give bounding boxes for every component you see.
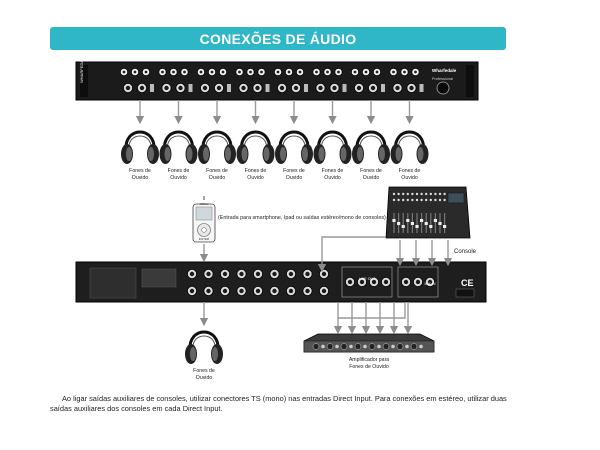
top-channel-strip xyxy=(158,67,193,94)
top-channel-strip xyxy=(312,67,347,94)
ce-mark: CE xyxy=(461,278,474,288)
top-unit-model-right: Professional xyxy=(432,77,453,81)
headphone xyxy=(235,130,276,166)
headphone-label-line1: Fones de xyxy=(206,168,228,174)
top-channel-strip xyxy=(196,67,231,94)
mp3-menu-label: MENU xyxy=(200,202,209,206)
bottom-headphone-label-line1: Fones de xyxy=(193,368,215,374)
headphone-label-line2: Ouvido xyxy=(132,175,149,181)
headphone-label-line1: Fones de xyxy=(129,168,151,174)
headphone-label-line1: Fones de xyxy=(168,168,190,174)
headphone-label-line2: Ouvido xyxy=(209,175,226,181)
top-unit-channels xyxy=(119,67,424,94)
top-channel-strip xyxy=(273,67,308,94)
console-label: Console xyxy=(454,249,477,255)
headphone xyxy=(196,130,238,166)
headphone-label-line1: Fones de xyxy=(245,168,267,174)
top-rack-unit: WHARFEDALE Wharfedale Professional xyxy=(75,55,479,101)
headphone-amplifier xyxy=(303,333,435,353)
top-channel-strip xyxy=(235,67,270,94)
headphone-label-line1: Fones de xyxy=(322,168,344,174)
power-knob xyxy=(436,81,450,95)
headphone xyxy=(389,130,430,166)
page-title: CONEXÕES DE ÁUDIO xyxy=(199,30,357,47)
bottom-headphone xyxy=(183,330,225,366)
rear-rack-unit: LINE OUT MIX IN CE xyxy=(75,261,487,303)
mp3-enter-label: ENTER xyxy=(199,237,210,241)
headphone xyxy=(158,130,199,166)
footer-note: Ao ligar saídas auxiliares de consoles, … xyxy=(50,394,520,414)
headphone-label-line2: Ouvido xyxy=(247,175,264,181)
footer-line1: Ao ligar saídas auxiliares de consoles, … xyxy=(62,394,507,403)
title-banner: CONEXÕES DE ÁUDIO xyxy=(50,27,506,50)
mp3-player: MENU ENTER xyxy=(192,196,216,243)
headphone-label-line1: Fones de xyxy=(360,168,382,174)
headphone xyxy=(119,130,161,166)
headphone-label-line2: Ouvido xyxy=(286,175,303,181)
mix-in-label: MIX IN xyxy=(425,282,436,286)
bottom-headphone-label-line2: Ouvido xyxy=(196,375,213,381)
headphone xyxy=(273,130,315,166)
cable xyxy=(338,302,406,319)
headphone xyxy=(312,130,353,166)
headphone-label-line1: Fones de xyxy=(283,168,305,174)
amplifier-label-line2: Fones de Ouvido xyxy=(349,364,389,370)
mp3-note: (Entrada para smartphone, Ipad ou saídas… xyxy=(218,215,386,221)
cables xyxy=(135,100,453,335)
cable xyxy=(321,236,386,258)
headphone xyxy=(350,130,392,166)
top-unit-brand: WHARFEDALE xyxy=(79,55,84,83)
top-channel-strip xyxy=(389,67,424,94)
console-mixer xyxy=(385,186,471,239)
top-channel-strip xyxy=(119,67,154,94)
headphone-label-line1: Fones de xyxy=(399,168,421,174)
footer-line2: saídas auxiliares dos consoles em cada D… xyxy=(50,404,223,413)
headphone-label-line2: Ouvido xyxy=(363,175,380,181)
amplifier-label-line1: Amplificador para xyxy=(349,357,389,363)
line-out-label: LINE OUT xyxy=(359,277,376,281)
headphone-label-line2: Ouvido xyxy=(170,175,187,181)
top-unit-brand-right: Wharfedale xyxy=(432,68,457,73)
headphone-label-line2: Ouvido xyxy=(401,175,418,181)
top-channel-strip xyxy=(350,67,385,94)
headphone-label-line2: Ouvido xyxy=(324,175,341,181)
